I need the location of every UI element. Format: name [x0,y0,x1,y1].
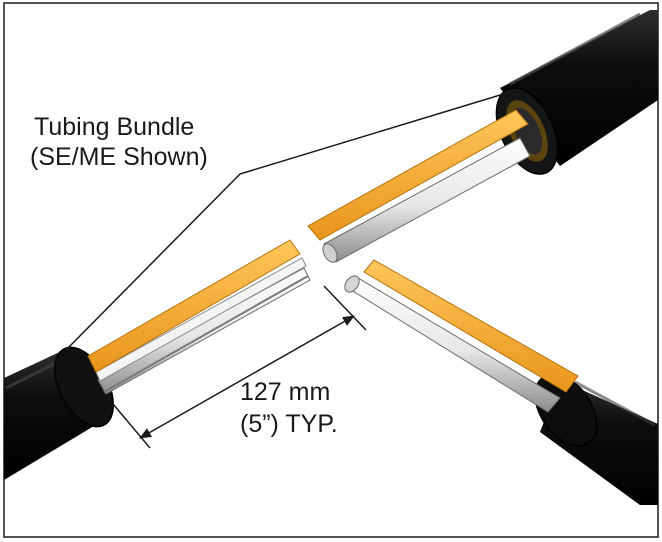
upper-right-tube-segments [307,109,531,263]
upper-orange-tube [307,109,529,241]
dimension-lines [107,285,367,449]
lower-right-tube-segments [344,259,579,413]
dimension-arrow [139,315,355,439]
callout-leader [65,91,511,351]
callout-label-line2: (SE/ME Shown) [30,143,208,171]
dimension-label-line2: (5”) TYP. [240,410,338,438]
dimension-label-line1: 127 mm [240,378,330,406]
callout-label-line1: Tubing Bundle [34,113,194,141]
lower-left-cable-jacket [4,346,115,480]
lower-orange-tube [363,259,579,393]
lower-right-cable-jacket [534,373,658,505]
